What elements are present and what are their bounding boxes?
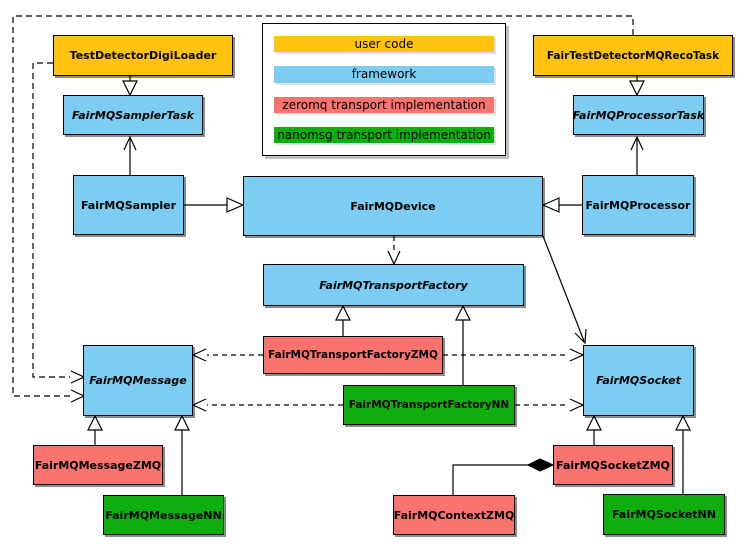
inheritance-edge-messagenn-to-message <box>174 414 190 495</box>
node-fairmq-device: FairMQDevice <box>243 176 543 236</box>
dependency-edge-recotask-to-message <box>12 15 634 397</box>
dependency-arrowhead <box>387 250 401 266</box>
node-fairmq-socket-zmq: FairMQSocketZMQ <box>553 445 673 485</box>
node-fairmq-message-zmq: FairMQMessageZMQ <box>33 445 163 485</box>
inheritance-edge-messagezmq-to-message <box>87 414 103 445</box>
legend-item-nanomsg: nanomsg transport implementation <box>274 126 494 143</box>
dependency-arrowhead <box>569 398 585 412</box>
legend-item-zeromq: zeromq transport implementation <box>274 96 494 113</box>
dependency-arrowhead <box>191 348 207 362</box>
legend-item-framework: framework <box>274 66 494 83</box>
node-fairmq-socket-nn: FairMQSocketNN <box>603 494 725 535</box>
inheritance-edge-recotask-to-processortask <box>629 76 645 97</box>
node-fairmq-message: FairMQMessage <box>83 345 193 416</box>
node-fairmq-transport-factory-nn: FairMQTransportFactoryNN <box>343 385 515 425</box>
node-fairmq-transport-factory: FairMQTransportFactory <box>263 264 524 306</box>
association-edge-device-to-socket <box>542 235 587 345</box>
node-fairmq-sampler-task: FairMQSamplerTask <box>63 95 203 135</box>
node-fairmq-processor: FairMQProcessor <box>582 175 694 235</box>
inheritance-edge-socketnn-to-socket <box>675 414 691 494</box>
dependency-arrowhead <box>569 348 585 362</box>
node-fairmq-transport-factory-zmq: FairMQTransportFactoryZMQ <box>263 336 443 374</box>
legend-item-user-code: user code <box>274 36 494 53</box>
dependency-arrowhead <box>191 398 207 412</box>
legend: user code framework zeromq transport imp… <box>262 23 506 156</box>
dependency-edge-digiloader-to-message <box>32 62 70 378</box>
inheritance-edge-processor-to-device <box>541 197 582 213</box>
node-fairmq-message-nn: FairMQMessageNN <box>103 495 224 535</box>
inheritance-edge-tfzmq-to-transportfactory <box>335 304 351 336</box>
node-test-detector-digi-loader: TestDetectorDigiLoader <box>53 35 233 76</box>
composition-edge-contextzmq-to-socketzmq <box>452 458 555 495</box>
inheritance-edge-digiloader-to-samplertask <box>122 76 138 97</box>
inheritance-edge-sampler-to-device <box>184 197 245 213</box>
node-fair-test-detector-mq-reco-task: FairTestDetectorMQRecoTask <box>533 35 733 76</box>
node-fairmq-processor-task: FairMQProcessorTask <box>573 95 704 135</box>
node-fairmq-sampler: FairMQSampler <box>73 175 184 235</box>
inheritance-edge-tfnn-to-transportfactory <box>455 304 471 385</box>
node-fairmq-socket: FairMQSocket <box>583 345 694 416</box>
node-fairmq-context-zmq: FairMQContextZMQ <box>393 495 515 535</box>
inheritance-edge-socketzmq-to-socket <box>586 414 602 445</box>
inheritance-edge-processor-to-processortask <box>630 135 644 175</box>
inheritance-edge-sampler-to-samplertask <box>123 135 137 175</box>
